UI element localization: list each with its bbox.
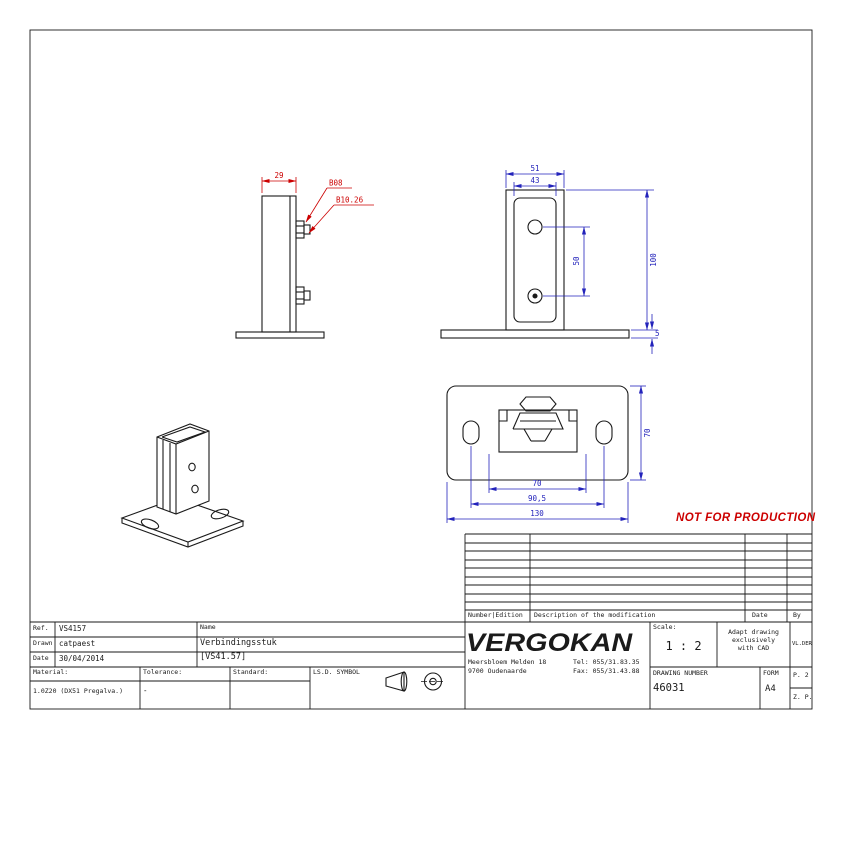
company-fax: Fax: 055/31.43.88 [573, 667, 640, 675]
dim-plan-inner-spacing: 70 [532, 479, 542, 488]
form-value: A4 [765, 684, 776, 694]
revision-col-number: Number|Edition [468, 611, 523, 619]
date-value: 30/04/2014 [59, 654, 105, 663]
date-label: Date [33, 654, 49, 662]
side-dimension-lines [261, 177, 374, 234]
view-isometric [120, 423, 245, 548]
bolt-callout-1: B08 [329, 179, 343, 188]
dim-side-width: 29 [274, 171, 283, 180]
company-address-1: Meersbloem Melden 18 [468, 658, 547, 666]
scale-value: 1 : 2 [665, 639, 702, 653]
sheet-frame [29, 29, 813, 710]
plan-dimension-lines [446, 385, 646, 523]
tolerance-value: - [143, 686, 148, 695]
dim-plan-slot-spacing: 90,5 [528, 494, 546, 503]
ref-label: Ref. [33, 624, 49, 632]
title-block-grid [30, 533, 812, 709]
lsd-symbol-label: LS.D. SYMBOL [313, 668, 360, 676]
dim-plan-total-width: 130 [530, 509, 544, 518]
material-label: Material: [33, 668, 69, 676]
dim-plate-thickness: 5 [655, 329, 660, 338]
drawn-label: Drawn [33, 639, 53, 647]
dim-plan-depth: 70 [643, 428, 652, 438]
cad-note: Adapt drawing exclusively with CAD [728, 628, 779, 652]
form-label: FORM [763, 669, 779, 677]
part-code: [VS41.57] [200, 652, 247, 662]
cone-symbol-end-icon [400, 671, 408, 692]
revision-col-date: Date [752, 611, 768, 619]
company-logo: VERGOKAN [466, 629, 633, 657]
revision-col-description: Description of the modification [534, 611, 656, 619]
standard-label: Standard: [233, 668, 269, 676]
view-front-elevation [440, 189, 630, 339]
scale-label: Scale: [653, 623, 677, 631]
drawing-number-value: 46031 [653, 682, 685, 694]
approved-by: VL.DER [792, 641, 812, 647]
front-dimension-lines [505, 170, 658, 354]
drawing-number-label: DRAWING NUMBER [653, 669, 708, 677]
dim-front-hole-spacing: 50 [572, 256, 581, 266]
bolt-callout-2: B10.26 [336, 196, 364, 205]
company-tel: Tel: 055/31.83.35 [573, 658, 640, 666]
view-side-elevation [235, 195, 325, 339]
part-name: Verbindingsstuk [200, 638, 277, 648]
projection-symbols [385, 671, 445, 692]
not-for-production-stamp: NOT FOR PRODUCTION [676, 512, 816, 524]
view-plan [446, 385, 629, 481]
dim-front-height: 100 [649, 253, 658, 267]
dim-front-outer-width: 51 [530, 164, 539, 173]
revision-col-by: By [793, 611, 801, 619]
ref-value: VS4157 [59, 624, 87, 633]
tolerance-label: Tolerance: [143, 668, 183, 676]
page-ref-bottom: Z. P. [793, 693, 813, 701]
dim-front-inner-width: 43 [530, 176, 539, 185]
material-value: 1.0Z20 (DX51 Pregalva.) [33, 687, 124, 695]
company-address-2: 9700 Oudenaarde [468, 667, 527, 675]
drawn-value: catpaest [59, 639, 96, 648]
name-label: Name [200, 623, 216, 631]
page-ref-top: P. 2 [793, 671, 809, 679]
